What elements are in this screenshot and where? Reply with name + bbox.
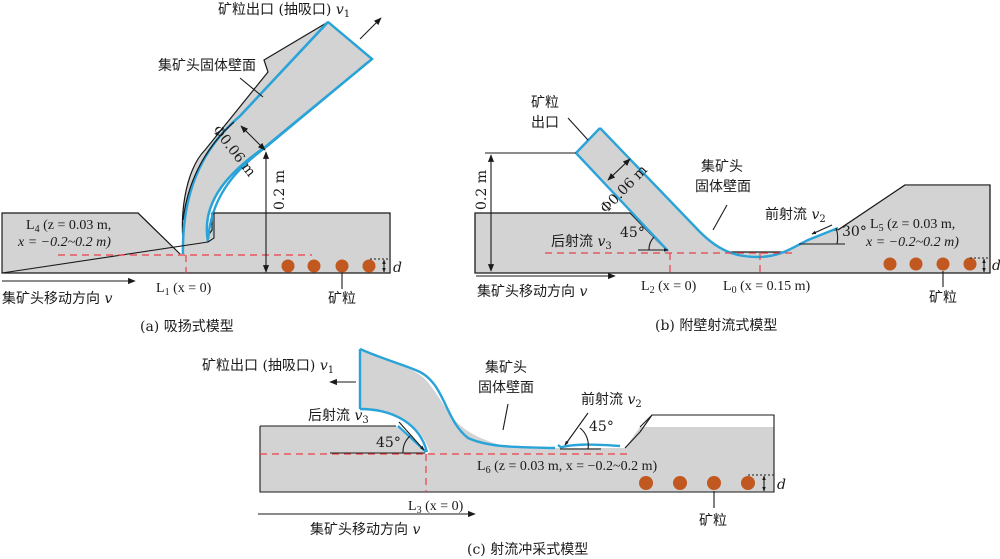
particle [741,476,755,490]
particle [936,257,950,271]
panel-b-front-jet-label: 前射流 v2 [765,206,826,225]
panel-c-move-label: 集矿头移动方向 v [310,521,420,538]
panel-a-position-label: L1 (x = 0) [156,281,212,298]
panel-b-wall-jet-model: 矿粒 出口 集矿头 固体壁面 Φ0.06 m 0.2 m 后射流 v3 45° … [474,95,1000,334]
panel-c-front-jet-wall [557,443,621,449]
panel-b-rear-jet-label: 后射流 v3 [551,234,612,252]
panel-b-outlet-pipe-upper-wall [599,127,839,259]
panel-c-rear-jet-label: 后射流 v3 [308,408,369,426]
panel-b-wall-label-2: 固体壁面 [695,179,751,195]
panel-a-suction-model: 矿粒出口 (抽吸口) v1 集矿头固体壁面 Φ0.06 m 0.2 m L4 (… [1,2,402,335]
panel-a-outlet-arrow [359,17,382,40]
panel-a-caption: (a) 吸扬式模型 [140,319,234,335]
panel-b-outlet-leader [567,117,589,141]
panel-a-diameter-arrow [240,125,266,151]
particle [281,259,295,273]
panel-a-particle-label: 矿粒 [328,291,356,307]
panel-c-rear-angle: 45° [376,435,401,451]
panel-b-line-label: L5 (z = 0.03 m, [870,217,955,234]
panel-c-rear-jet-arrow [398,421,425,451]
panel-b-outlet-label-2: 出口 [531,115,559,131]
panel-b-position-label-1: L2 (x = 0) [641,279,697,296]
panel-a-outlet-label: 矿粒出口 (抽吸口) v1 [218,2,350,20]
panel-b-gap-label: d [992,258,1000,274]
panel-c-front-jet-label: 前射流 v2 [581,391,642,410]
particle [362,259,376,273]
panel-c-collector-body [260,349,774,492]
panel-a-move-label: 集矿头移动方向 v [2,290,112,307]
panel-b-wall-leader [712,204,728,231]
particle [707,476,721,490]
panel-c-line-label: L6 (z = 0.03 m, x = −0.2~0.2 m) [477,459,657,476]
panel-b-particle-label: 矿粒 [929,290,957,306]
particle [673,476,687,490]
particle [963,257,977,271]
panel-b-outlet-pipe-lower-wall [575,152,669,252]
panel-c-caption: (c) 射流冲采式模型 [467,542,588,558]
panel-a-wall-label: 集矿头固体壁面 [158,57,256,74]
panel-a-line-label: L4 (z = 0.03 m, [26,218,111,235]
panel-b-line-range: x = −0.2~0.2 m) [865,235,959,250]
particle [639,476,653,490]
panel-b-particles [883,257,977,271]
particle [335,259,349,273]
panel-c-wall-label-1: 集矿头 [485,359,527,376]
panel-b-front-angle: 30° [842,224,867,240]
panel-c-gap-label: d [777,477,786,493]
panel-a-particles [281,259,376,273]
panel-c-wall-label-2: 固体壁面 [478,380,534,396]
panel-b-wall-label-1: 集矿头 [701,158,743,175]
panel-b-outlet-label-1: 矿粒 [531,95,559,111]
panel-c-front-jet-arrow [564,412,589,446]
panel-c-particle-label: 矿粒 [699,513,727,529]
panel-b-height-label: 0.2 m [474,170,490,210]
panel-b-caption: (b) 附壁射流式模型 [655,318,777,334]
panel-c-outlet-label: 矿粒出口 (抽吸口) v1 [202,358,334,376]
particle [909,257,923,271]
panel-a-gap-label: d [393,260,402,276]
panel-c-jet-mining-model: 矿粒出口 (抽吸口) v1 集矿头 固体壁面 后射流 v3 45° 前射流 v2… [202,347,786,558]
panel-a-line-range: x = −0.2~0.2 m) [17,235,111,250]
panel-b-rear-angle: 45° [620,225,645,241]
panel-a-height-label: 0.2 m [272,170,288,210]
panel-c-wall-upper [359,347,556,450]
panel-b-position-label-2: L0 (x = 0.15 m) [723,279,811,296]
panel-b-diameter-arrow [607,158,631,181]
particle [883,257,897,271]
panel-b-move-label: 集矿头移动方向 v [477,283,587,300]
panel-a-wall-leader [239,77,264,98]
panel-b-front-jet-arrow [811,224,833,235]
panel-c-particles [639,476,755,490]
particle [307,259,321,273]
panel-c-wall-leader [502,403,509,431]
panel-c-rear-jet-wall [359,407,429,453]
panel-c-position-label: L3 (x = 0) [408,499,464,516]
panel-c-front-angle: 45° [589,419,614,435]
